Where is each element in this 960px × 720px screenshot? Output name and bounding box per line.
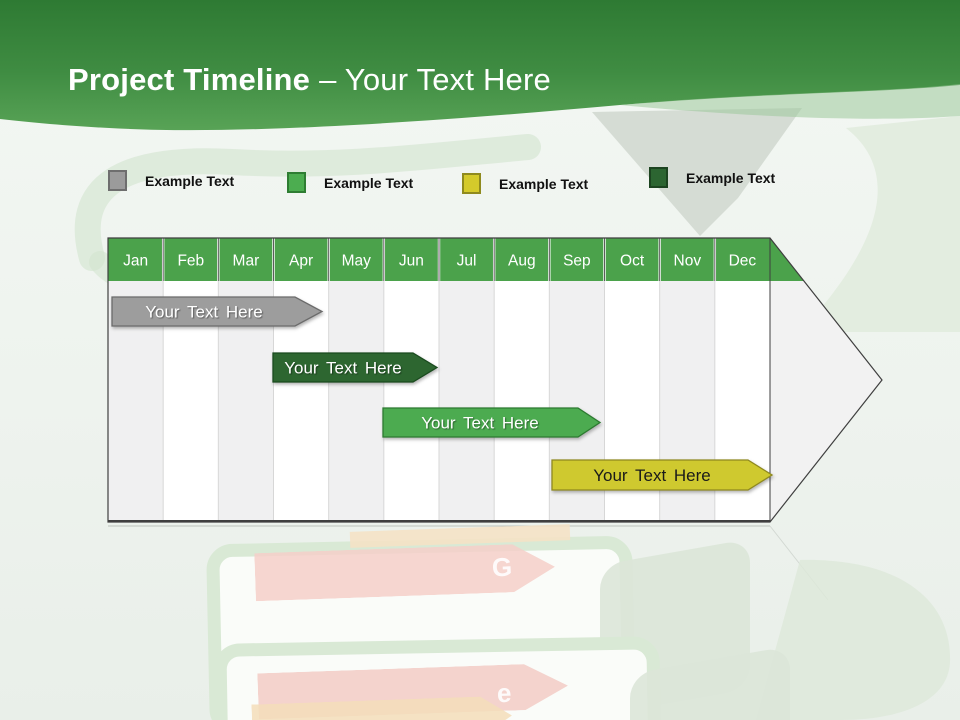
bar-gray-label: Your Text Here	[145, 303, 263, 322]
legend-item-yellow: Example Text	[462, 173, 588, 194]
header-band	[0, 0, 960, 131]
legend-label: Example Text	[686, 169, 776, 186]
legend-item-green: Example Text	[287, 172, 413, 193]
month-label-mar: Mar	[233, 253, 260, 270]
slide-title-bold: Project Timeline	[68, 62, 311, 97]
table-reflection-diagonal	[769, 525, 829, 601]
bar-gray	[111, 296, 324, 327]
bar-yellow	[551, 459, 774, 491]
bar-yellow-label: Your Text Here	[593, 466, 711, 485]
header-band-light-wave	[620, 84, 960, 119]
legend-swatch-gray	[108, 170, 127, 191]
month-label-sep: Sep	[563, 253, 591, 270]
watermark-letter-e: e	[496, 677, 512, 709]
watermark-letter-g: G	[491, 551, 513, 583]
legend-swatch-darkgreen	[649, 167, 668, 188]
timeline-table: Jan Feb Mar Apr May Jun Jul Aug Sep Oct …	[107, 237, 883, 523]
month-label-may: May	[342, 253, 372, 270]
bar-green-label: Your Text Here	[421, 414, 539, 433]
legend-label: Example Text	[499, 175, 589, 192]
bar-green	[382, 407, 602, 438]
legend-label: Example Text	[145, 172, 235, 189]
slide-title: Project Timeline– Your Text Here	[68, 62, 551, 98]
month-label-jan: Jan	[123, 253, 148, 270]
legend-swatch-green	[287, 172, 306, 193]
month-label-jun: Jun	[399, 253, 424, 270]
month-label-aug: Aug	[508, 253, 536, 270]
legend-swatch-yellow	[462, 173, 481, 194]
month-labels: Jan Feb Mar Apr May Jun Jul Aug Sep Oct …	[123, 253, 756, 270]
month-label-feb: Feb	[177, 253, 204, 270]
month-label-jul: Jul	[457, 253, 477, 270]
bar-darkgreen	[272, 352, 439, 383]
month-label-apr: Apr	[289, 253, 313, 270]
legend-item-gray: Example Text	[108, 170, 234, 191]
slide-title-rest: – Your Text Here	[319, 62, 551, 97]
bar-darkgreen-label: Your Text Here	[284, 359, 402, 378]
month-label-dec: Dec	[729, 253, 757, 270]
legend-label: Example Text	[324, 174, 414, 191]
timeline-bars: Your Text Here Your Text Here Your Text …	[111, 296, 774, 491]
month-label-nov: Nov	[674, 253, 702, 270]
timeline-month-header: Jan Feb Mar Apr May Jun Jul Aug Sep Oct …	[108, 238, 804, 281]
legend-item-darkgreen: Example Text	[649, 167, 775, 188]
timeline-arrowhead	[770, 238, 882, 522]
month-label-oct: Oct	[620, 253, 645, 270]
